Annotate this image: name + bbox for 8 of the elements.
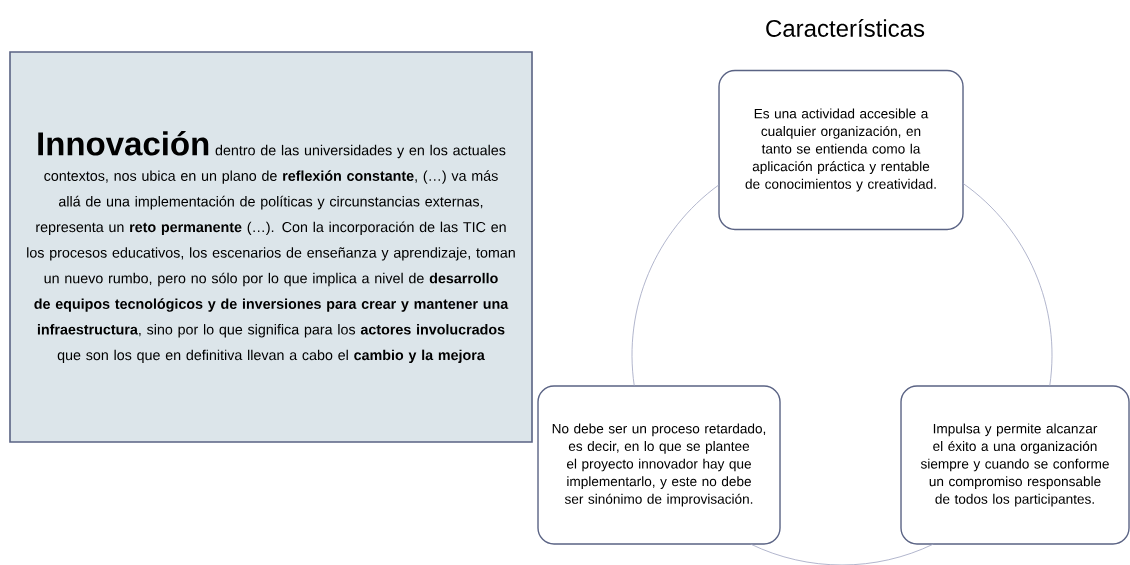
rounded-box: No debe ser un proceso retardado, es decir, en lo que se plantee el proyecto innovador hay que implementarlo, y este no debe ser sinónimo de improvisación. [537,385,781,545]
text-box: Innovación dentro de las universidades y en los actuales contextos, nos ubica en un plano de reflexión constante, (…) va más allá de una implementación de políticas y circunstancias externas, representa un reto permanente (…). Con la incorporación de las TIC en los procesos educativos, los escenarios de enseñanza y aprendizaje, toman un nuevo rumbo, pero no sólo por lo que implica a nivel de desarrollo de equipos tecnológicos y de inversiones para crear y mantener una infraestructura, sino por lo que significa para los actores involucrados que son los que en definitiva llevan a cabo el cambio y la mejora [9,51,533,443]
title: Características [766,19,925,37]
arc-connector [631,184,720,387]
rounded-box: Impulsa y permite alcanzar el éxito a una organización siempre y cuando se conforme un compromiso responsable de todos los participantes. [900,385,1130,545]
rounded-box: Es una actividad accesible a cualquier organización, en tanto se entienda como la aplicación práctica y rentable de conocimientos y creatividad. [718,69,964,231]
arc-connector [962,183,1053,387]
arc-connector [750,543,934,565]
